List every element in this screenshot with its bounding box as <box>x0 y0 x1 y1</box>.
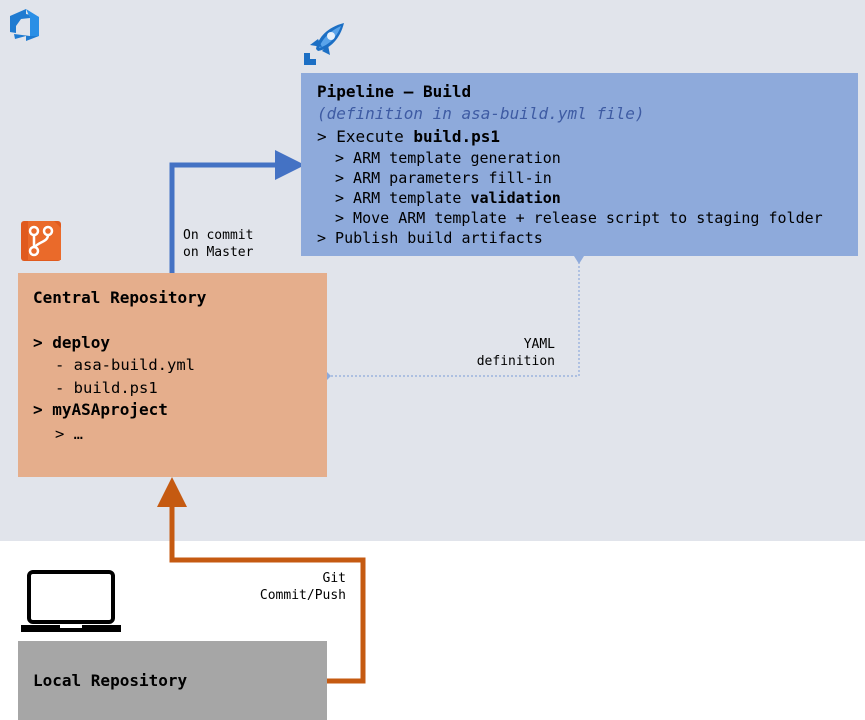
pipeline-build-box: Pipeline – Build (definition in asa-buil… <box>301 73 858 256</box>
deploy-folder: > deploy <box>33 333 111 352</box>
project-more: > … <box>55 425 83 443</box>
execute-script: build.ps1 <box>413 127 501 146</box>
on-commit-line: On commit <box>183 228 254 243</box>
deploy-file: - build.ps1 <box>55 379 158 397</box>
local-repo-title: Local Repository <box>33 671 188 690</box>
on-commit-arrow <box>169 150 305 273</box>
central-repo-title: Central Repository <box>33 288 207 307</box>
git-push-arrow <box>157 477 366 684</box>
yaml-definition-connector <box>327 258 580 377</box>
git-label-line: Commit/Push <box>259 588 346 603</box>
pipeline-publish: > Publish build artifacts <box>317 229 543 247</box>
deploy-file: - asa-build.yml <box>55 356 195 374</box>
git-push-label: Git Commit/Push <box>250 570 346 604</box>
pipeline-execute-line: > Execute build.ps1 <box>317 127 500 147</box>
laptop-icon <box>21 570 121 632</box>
on-commit-line: on Master <box>183 245 254 260</box>
pipeline-subtitle: (definition in asa-build.yml file) <box>317 104 645 123</box>
pipeline-step-validation: > ARM template validation <box>335 188 561 208</box>
yaml-definition-label: YAML definition <box>470 336 555 370</box>
on-commit-label: On commit on Master <box>183 227 253 261</box>
pipeline-step-move: > Move ARM template + release script to … <box>335 209 823 227</box>
yaml-label-line: YAML <box>523 337 555 352</box>
validation-prefix: > ARM template <box>335 189 471 207</box>
azure-devops-icon <box>10 9 39 41</box>
execute-prefix: > Execute <box>317 127 414 146</box>
pipeline-step: > ARM template generation <box>335 149 561 167</box>
project-folder: > myASAproject <box>33 400 168 419</box>
yaml-label-line: definition <box>476 354 555 369</box>
pipeline-title: Pipeline – Build <box>317 82 472 101</box>
git-label-line: Git <box>322 571 346 586</box>
local-repository-box: Local Repository <box>18 641 327 720</box>
central-repository-box: Central Repository > deploy - asa-build.… <box>18 273 327 477</box>
pipeline-step: > ARM parameters fill-in <box>335 169 552 187</box>
azure-repos-icon <box>21 221 61 261</box>
azure-pipelines-icon <box>304 23 344 65</box>
validation-word: validation <box>470 189 561 207</box>
